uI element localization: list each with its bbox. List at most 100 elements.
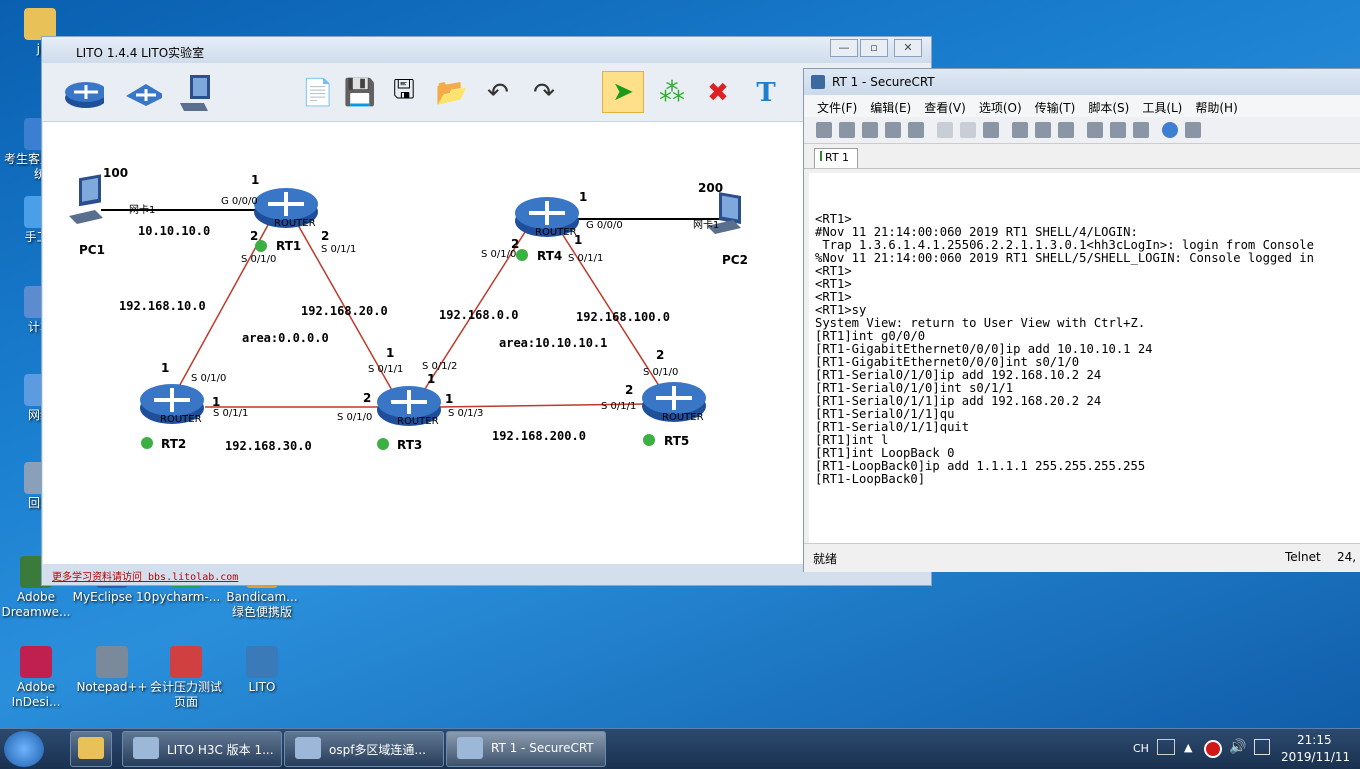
quick-connect-icon[interactable] [839, 122, 855, 138]
connect-icon[interactable]: ⁂ [659, 78, 685, 108]
delete-icon[interactable]: ✖ [707, 78, 729, 108]
rt3-label: RT3 [397, 438, 422, 452]
redo-icon[interactable]: ↷ [533, 78, 555, 108]
desktop-icon-label: pycharm-... [151, 590, 221, 604]
global-options-icon[interactable] [1110, 122, 1126, 138]
router-tool-icon[interactable] [64, 73, 104, 113]
menu-item[interactable]: 传输(T) [1034, 101, 1076, 115]
svg-text:area:0.0.0.0: area:0.0.0.0 [242, 331, 329, 345]
pc2-icon[interactable] [707, 192, 741, 234]
taskbar-item-lito[interactable]: LITO H3C 版本 1... [122, 731, 282, 767]
svg-text:1: 1 [445, 392, 453, 406]
svg-text:2: 2 [511, 237, 519, 251]
forum-link[interactable]: 更多学习资料请访问 bbs.litolab.com [52, 572, 239, 583]
tab-rt1[interactable]: RT 1 [814, 148, 858, 168]
text-tool-icon[interactable]: T [756, 78, 776, 108]
lito-title: LITO 1.4.4 LITO实验室 [76, 46, 205, 60]
desktop-icon[interactable]: Adobe InDesi... [0, 646, 76, 710]
svg-text:S 0/1/1: S 0/1/1 [321, 244, 356, 255]
select-pointer-icon[interactable]: ➤ [602, 71, 644, 113]
clock-time[interactable]: 21:15 [1297, 733, 1332, 747]
taskbar-item-ospf[interactable]: ospf多区域连通... [284, 731, 444, 767]
svg-text:1: 1 [212, 395, 220, 409]
new-file-icon[interactable]: 📄 [301, 78, 335, 108]
paste-icon[interactable] [960, 122, 976, 138]
svg-text:10.10.10.0: 10.10.10.0 [138, 224, 210, 238]
router-rt2[interactable]: ROUTER [140, 384, 204, 425]
switch-tool-icon[interactable] [122, 73, 162, 113]
svg-text:ROUTER: ROUTER [397, 416, 439, 427]
svg-text:S 0/1/1: S 0/1/1 [601, 401, 636, 412]
session-tab-icon[interactable] [862, 122, 878, 138]
clock-date[interactable]: 2019/11/11 [1281, 750, 1351, 764]
application-icon [20, 646, 52, 678]
desktop-icon[interactable]: LITO [222, 646, 302, 695]
router-rt5[interactable]: ROUTER [642, 382, 706, 423]
pc1-icon[interactable] [69, 174, 103, 224]
disconnect-icon[interactable] [908, 122, 924, 138]
svg-text:192.168.0.0: 192.168.0.0 [439, 308, 518, 322]
pc-tool-icon[interactable] [176, 73, 216, 113]
save-icon[interactable]: 💾 [343, 78, 377, 108]
reconnect-icon[interactable] [885, 122, 901, 138]
svg-text:S 0/1/0: S 0/1/0 [481, 249, 516, 260]
printer-icon[interactable] [1058, 122, 1074, 138]
svg-text:S 0/1/3: S 0/1/3 [448, 408, 483, 419]
menu-item[interactable]: 选项(O) [978, 101, 1022, 115]
record-icon[interactable] [1204, 740, 1222, 758]
router-rt1[interactable]: ROUTER [254, 188, 318, 229]
find-icon[interactable] [983, 122, 999, 138]
desktop-icon[interactable]: Notepad++ [72, 646, 152, 695]
show-hidden-icons-icon[interactable]: ▲ [1184, 741, 1193, 754]
print-setup-icon[interactable] [1012, 122, 1028, 138]
explorer-taskbar-icon[interactable] [70, 731, 112, 767]
rt4-label: RT4 [537, 249, 562, 263]
open-folder-icon[interactable]: 📂 [435, 78, 469, 108]
menu-item[interactable]: 编辑(E) [870, 101, 912, 115]
svg-text:2: 2 [363, 391, 371, 405]
menu-item[interactable]: 工具(L) [1142, 101, 1183, 115]
crt-menubar: 文件(F) 编辑(E) 查看(V) 选项(O) 传输(T) 脚本(S) 工具(L) 帮助(H) [804, 95, 1360, 117]
menu-item[interactable]: 文件(F) [817, 101, 858, 115]
input-language[interactable]: CH [1133, 742, 1149, 755]
router-rt3[interactable]: ROUTER [377, 386, 441, 427]
topology-canvas[interactable]: ROUTER ROUTER ROUTER ROUTER ROUTER [43, 122, 930, 564]
close-button[interactable]: ✕ [894, 39, 922, 57]
svg-text:192.168.200.0: 192.168.200.0 [492, 429, 586, 443]
svg-text:192.168.20.0: 192.168.20.0 [301, 304, 388, 318]
crt-statusbar: 就绪 Telnet 24, [804, 543, 1360, 572]
menu-item[interactable]: 帮助(H) [1195, 101, 1238, 115]
network-icon[interactable] [1254, 739, 1270, 755]
securecrt-window: RT 1 - SecureCRT 文件(F) 编辑(E) 查看(V) 选项(O) 传输(… [803, 68, 1360, 572]
start-button[interactable] [4, 731, 44, 767]
application-icon [246, 646, 278, 678]
help-icon[interactable] [1162, 122, 1178, 138]
svg-text:网卡1: 网卡1 [693, 218, 719, 231]
taskbar: LITO H3C 版本 1... ospf多区域连通... RT 1 - Sec… [0, 728, 1360, 769]
copy-icon[interactable] [937, 122, 953, 138]
print-icon[interactable] [1035, 122, 1051, 138]
lito-titlebar[interactable]: LITO 1.4.4 LITO实验室 — ▫ ✕ [42, 37, 931, 63]
desktop-icon[interactable]: 会计压力测试页面 [146, 646, 226, 710]
crt-titlebar[interactable]: RT 1 - SecureCRT [804, 69, 1360, 95]
desktop-icon[interactable]: jl [0, 8, 80, 57]
minimize-button[interactable]: — [830, 39, 858, 57]
application-icon [24, 8, 56, 40]
taskbar-item-securecrt[interactable]: RT 1 - SecureCRT [446, 731, 606, 767]
connect-icon[interactable] [816, 122, 832, 138]
keyboard-icon[interactable] [1157, 739, 1175, 755]
menu-item[interactable]: 脚本(S) [1088, 101, 1130, 115]
volume-icon[interactable]: 🔊 [1229, 739, 1247, 755]
sftp-icon[interactable] [1185, 122, 1201, 138]
keymap-icon[interactable] [1133, 122, 1149, 138]
session-options-icon[interactable] [1087, 122, 1103, 138]
menu-item[interactable]: 查看(V) [924, 101, 966, 115]
router-rt4[interactable]: ROUTER [515, 197, 579, 238]
status-position: 24, [1337, 550, 1357, 564]
undo-icon[interactable]: ↶ [487, 78, 509, 108]
maximize-button[interactable]: ▫ [860, 39, 888, 57]
terminal-output[interactable]: <RT1> #Nov 11 21:14:00:060 2019 RT1 SHEL… [809, 173, 1360, 543]
securecrt-app-icon [811, 75, 825, 89]
rt1-label: RT1 [276, 239, 301, 253]
save-as-icon[interactable]: 🖫 [392, 75, 416, 105]
